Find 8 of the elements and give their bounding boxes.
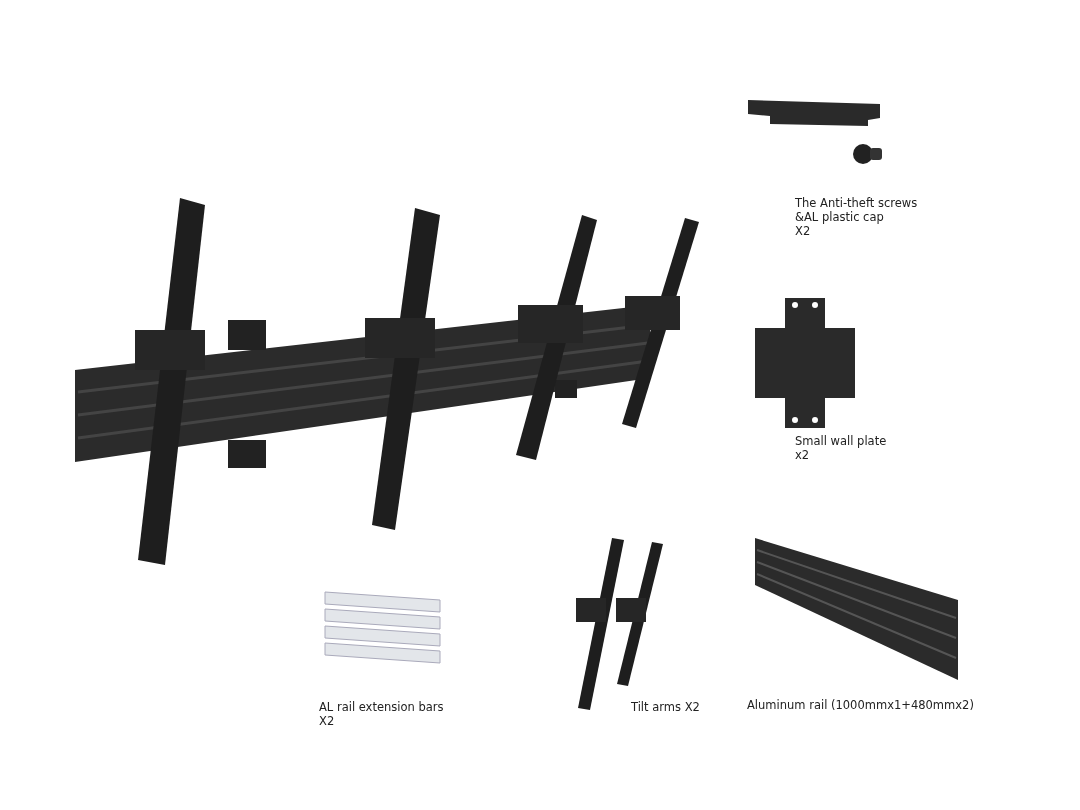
part-caption: X2 [795, 224, 811, 238]
part-caption: Small wall plate [795, 434, 887, 448]
part-caption: X2 [319, 714, 335, 728]
part-caption: Tilt arms X2 [631, 700, 700, 714]
part-caption: The Anti-theft screws &AL plastic cap [795, 196, 919, 224]
part-caption: AL rail extension bars [319, 700, 444, 714]
part-caption: x2 [795, 448, 810, 462]
part-caption: Aluminum rail (1000mmx1+480mmx2) [747, 698, 974, 712]
